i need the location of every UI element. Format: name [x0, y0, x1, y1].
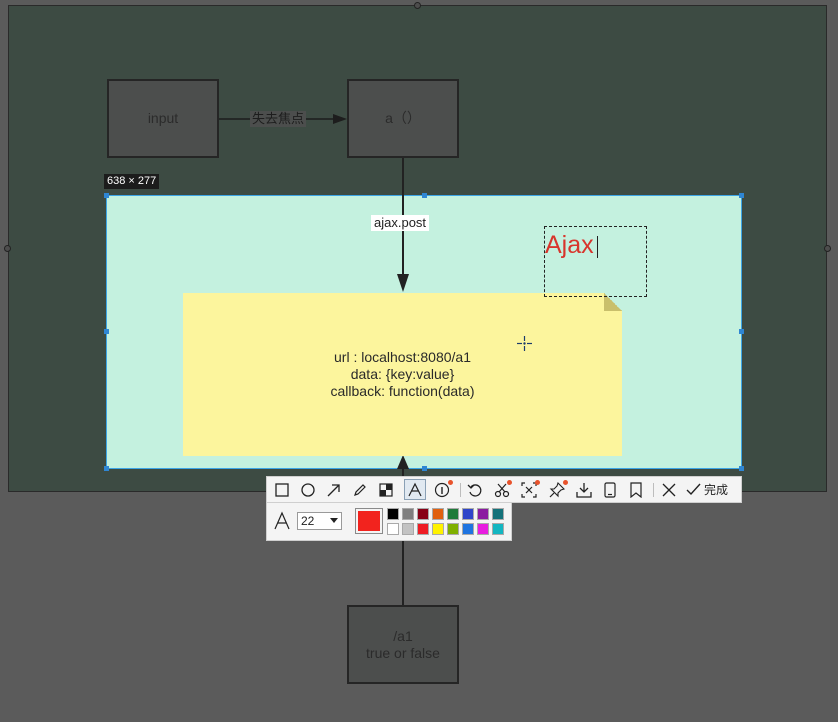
- ocr-tool-badge: [535, 480, 540, 485]
- toolbar-separator: [460, 483, 461, 497]
- mobile-icon[interactable]: [599, 479, 621, 500]
- color-swatch[interactable]: [402, 508, 414, 520]
- note-line-url: url : localhost:8080/a1: [334, 349, 471, 365]
- annotation-toolbar: 完成: [266, 476, 742, 503]
- text-options-panel: 22: [266, 503, 512, 541]
- selection-handle-r[interactable]: [739, 329, 744, 334]
- color-swatch[interactable]: [492, 508, 504, 520]
- current-color-fill: [358, 511, 380, 531]
- ajax-arrow: [397, 195, 409, 469]
- bookmark-icon[interactable]: [625, 479, 647, 500]
- node-result-line1: /a1: [393, 627, 413, 644]
- arrow-tool-icon[interactable]: [323, 479, 345, 500]
- note-line-data: data: {key:value}: [350, 366, 455, 382]
- color-swatch[interactable]: [477, 523, 489, 535]
- node-result-line2: true or false: [366, 644, 440, 661]
- color-swatch[interactable]: [492, 523, 504, 535]
- node-result[interactable]: /a1 true or false: [347, 605, 459, 684]
- color-swatch[interactable]: [387, 523, 399, 535]
- selection-handle-t[interactable]: [422, 193, 427, 198]
- toolbar-separator: [653, 483, 654, 497]
- save-icon[interactable]: [573, 479, 595, 500]
- top-pin-icon[interactable]: [546, 479, 568, 500]
- edge-label-lost-focus: 失去焦点: [250, 111, 307, 127]
- rectangle-tool-icon[interactable]: [271, 479, 293, 500]
- serial-number-badge: [448, 480, 453, 485]
- node-input-label: input: [147, 110, 179, 126]
- color-swatch[interactable]: [432, 508, 444, 520]
- ocr-tool-icon[interactable]: [518, 479, 540, 500]
- font-size-select[interactable]: 22: [297, 512, 342, 530]
- resize-handle-right[interactable]: [824, 245, 831, 252]
- note-text: url : localhost:8080/a1 data: {key:value…: [183, 349, 622, 400]
- current-color-swatch[interactable]: [355, 508, 383, 534]
- resize-handle-left[interactable]: [4, 245, 11, 252]
- top-pin-badge: [563, 480, 568, 485]
- crosshair-cursor-icon: [517, 336, 532, 351]
- serial-number-tool-icon[interactable]: [431, 479, 453, 500]
- color-swatch[interactable]: [462, 523, 474, 535]
- text-caret: [597, 236, 598, 258]
- color-swatch[interactable]: [447, 523, 459, 535]
- color-swatch[interactable]: [417, 508, 429, 520]
- pin-tool-badge: [507, 480, 512, 485]
- selection-handle-br[interactable]: [739, 466, 744, 471]
- mosaic-tool-icon[interactable]: [375, 479, 397, 500]
- color-swatch[interactable]: [447, 508, 459, 520]
- chevron-down-icon: [330, 518, 338, 523]
- selection-handle-bl[interactable]: [104, 466, 109, 471]
- text-tool-icon[interactable]: [404, 479, 426, 500]
- pen-tool-icon[interactable]: [349, 479, 371, 500]
- text-annotation-box[interactable]: [544, 226, 647, 297]
- edge-label-ajax-post: ajax.post: [371, 215, 430, 231]
- ellipse-tool-icon[interactable]: [297, 479, 319, 500]
- node-a[interactable]: a（）: [347, 79, 459, 158]
- note-line-callback: callback: function(data): [330, 383, 475, 399]
- selection-handle-l[interactable]: [104, 329, 109, 334]
- font-icon: [273, 511, 291, 536]
- color-swatch[interactable]: [402, 523, 414, 535]
- selection-handle-tr[interactable]: [739, 193, 744, 198]
- color-swatch[interactable]: [432, 523, 444, 535]
- sticky-note[interactable]: [183, 293, 622, 456]
- color-swatch[interactable]: [477, 508, 489, 520]
- check-icon: [686, 483, 701, 496]
- color-swatch[interactable]: [387, 508, 399, 520]
- pin-tool-icon[interactable]: [491, 479, 513, 500]
- selection-handle-b[interactable]: [422, 466, 427, 471]
- color-swatch[interactable]: [417, 523, 429, 535]
- selection-size-label: 638 × 277: [104, 174, 160, 189]
- done-button[interactable]: 完成: [686, 479, 728, 500]
- cancel-icon[interactable]: [658, 479, 680, 500]
- selection-handle-tl[interactable]: [104, 193, 109, 198]
- font-size-value: 22: [301, 514, 315, 528]
- resize-handle-top[interactable]: [414, 2, 421, 9]
- sticky-note-fold: [604, 293, 622, 311]
- color-swatch[interactable]: [462, 508, 474, 520]
- undo-icon[interactable]: [464, 479, 486, 500]
- node-a-label: a（）: [385, 110, 421, 126]
- text-annotation[interactable]: Ajax: [545, 231, 594, 259]
- node-input[interactable]: input: [107, 79, 219, 158]
- done-label: 完成: [704, 483, 729, 497]
